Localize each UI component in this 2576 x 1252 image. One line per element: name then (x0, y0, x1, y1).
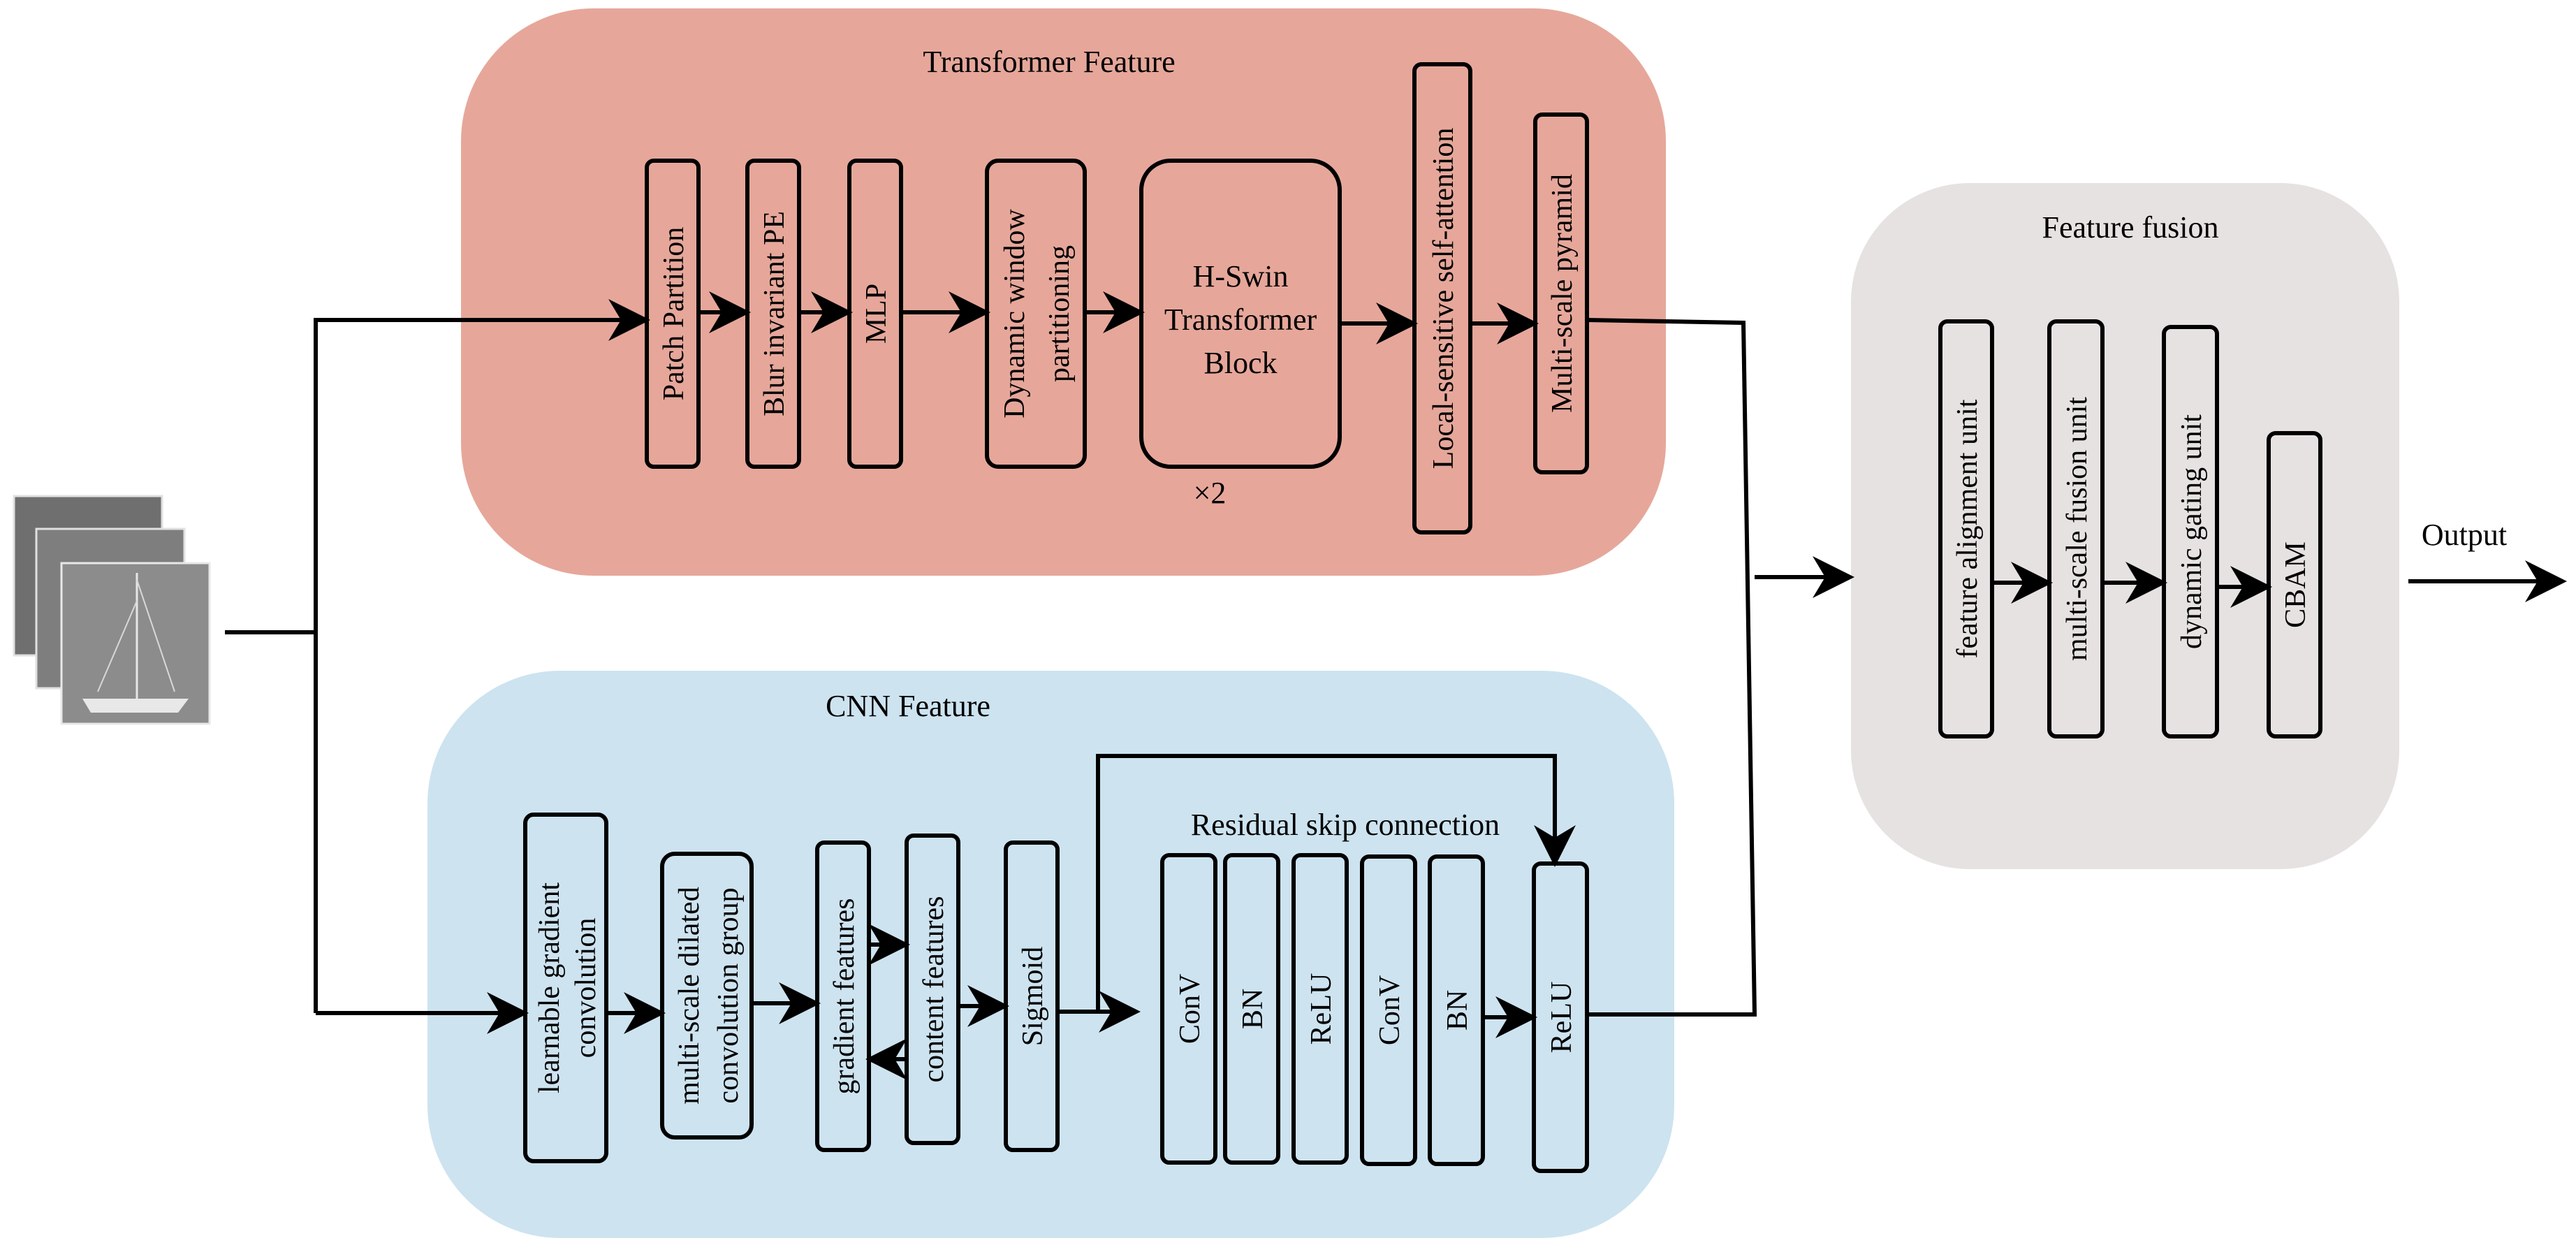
dynamic-gating-label: dynamic gating unit (2176, 414, 2208, 649)
pyramid-label: Multi-scale pyramid (1546, 174, 1579, 413)
conv2-label: ConV (1374, 975, 1406, 1045)
input-connectors (225, 299, 650, 1034)
hswin-label-line1: H-Swin (1193, 259, 1289, 293)
gradient-features-label: gradient features (828, 898, 861, 1094)
residual-skip-label: Residual skip connection (1191, 808, 1500, 842)
learnable-gradient-conv-block (523, 813, 608, 1163)
mlp-label: MLP (861, 284, 893, 344)
relu1-block (1291, 853, 1349, 1165)
content-features-block (905, 834, 960, 1145)
multiscale-fusion-label: multi-scale fusion unit (2061, 397, 2093, 661)
content-features-label: content features (918, 896, 950, 1082)
bn1-label: BN (1237, 989, 1269, 1029)
sigmoid-label: Sigmoid (1017, 947, 1049, 1046)
local-attention-block (1412, 62, 1472, 534)
multiscale-dilated-label-line1: multi-scale dilated (673, 887, 705, 1104)
learnable-gradient-label-line1: learnable gradient (534, 882, 566, 1093)
multiscale-fusion-block (2047, 319, 2105, 738)
repeat-label: ×2 (1194, 476, 1227, 510)
bn2-label: BN (1442, 990, 1474, 1031)
dynamic-gating-block (2162, 325, 2219, 738)
conv2-block (1360, 854, 1417, 1166)
bn2-block (1428, 854, 1485, 1166)
feature-alignment-label: feature alignment unit (1952, 399, 1984, 658)
cnn-arrows (606, 754, 1576, 1080)
pyramid-block (1533, 112, 1589, 474)
input-image-stack-icon (13, 495, 211, 725)
transformer-block-labels: Patch Partition Blur invariant PE MLP Dy… (658, 128, 1579, 510)
transformer-panel (461, 8, 1666, 576)
fusion-panel (1851, 183, 2399, 869)
local-attention-label: Local-sensitive self-attention (1428, 128, 1460, 470)
patch-partition-label: Patch Partition (658, 227, 690, 400)
dynamic-window-label-line2: partitioning (1044, 245, 1076, 382)
learnable-gradient-label-line2: convolution (570, 918, 602, 1058)
merge-connectors (1586, 318, 1854, 1017)
conv1-label: ConV (1174, 974, 1206, 1044)
transformer-arrows (698, 291, 1539, 344)
cnn-title: CNN Feature (826, 689, 990, 723)
transformer-title: Transformer Feature (923, 45, 1175, 79)
feature-alignment-block (1938, 319, 1994, 738)
fusion-arrows (1992, 560, 2567, 608)
dynamic-window-label-line1: Dynamic window (999, 208, 1031, 418)
bn1-block (1223, 853, 1280, 1165)
output-label: Output (2422, 518, 2507, 552)
fusion-block-labels: feature alignment unit multi-scale fusio… (1952, 397, 2312, 661)
multiscale-dilated-label-line2: convolution group (712, 887, 745, 1103)
hswin-label-line3: Block (1203, 346, 1277, 380)
cbam-label: CBAM (2280, 541, 2312, 628)
fusion-title: Feature fusion (2042, 210, 2219, 245)
hswin-label-line2: Transformer (1164, 303, 1317, 337)
conv1-block (1160, 853, 1217, 1165)
relu1-label: ReLU (1305, 973, 1338, 1045)
cnn-block-labels: learnable gradient convolution multi-sca… (534, 808, 1578, 1105)
relu2-label: ReLU (1546, 982, 1578, 1054)
blur-pe-label: Blur invariant PE (759, 211, 791, 416)
